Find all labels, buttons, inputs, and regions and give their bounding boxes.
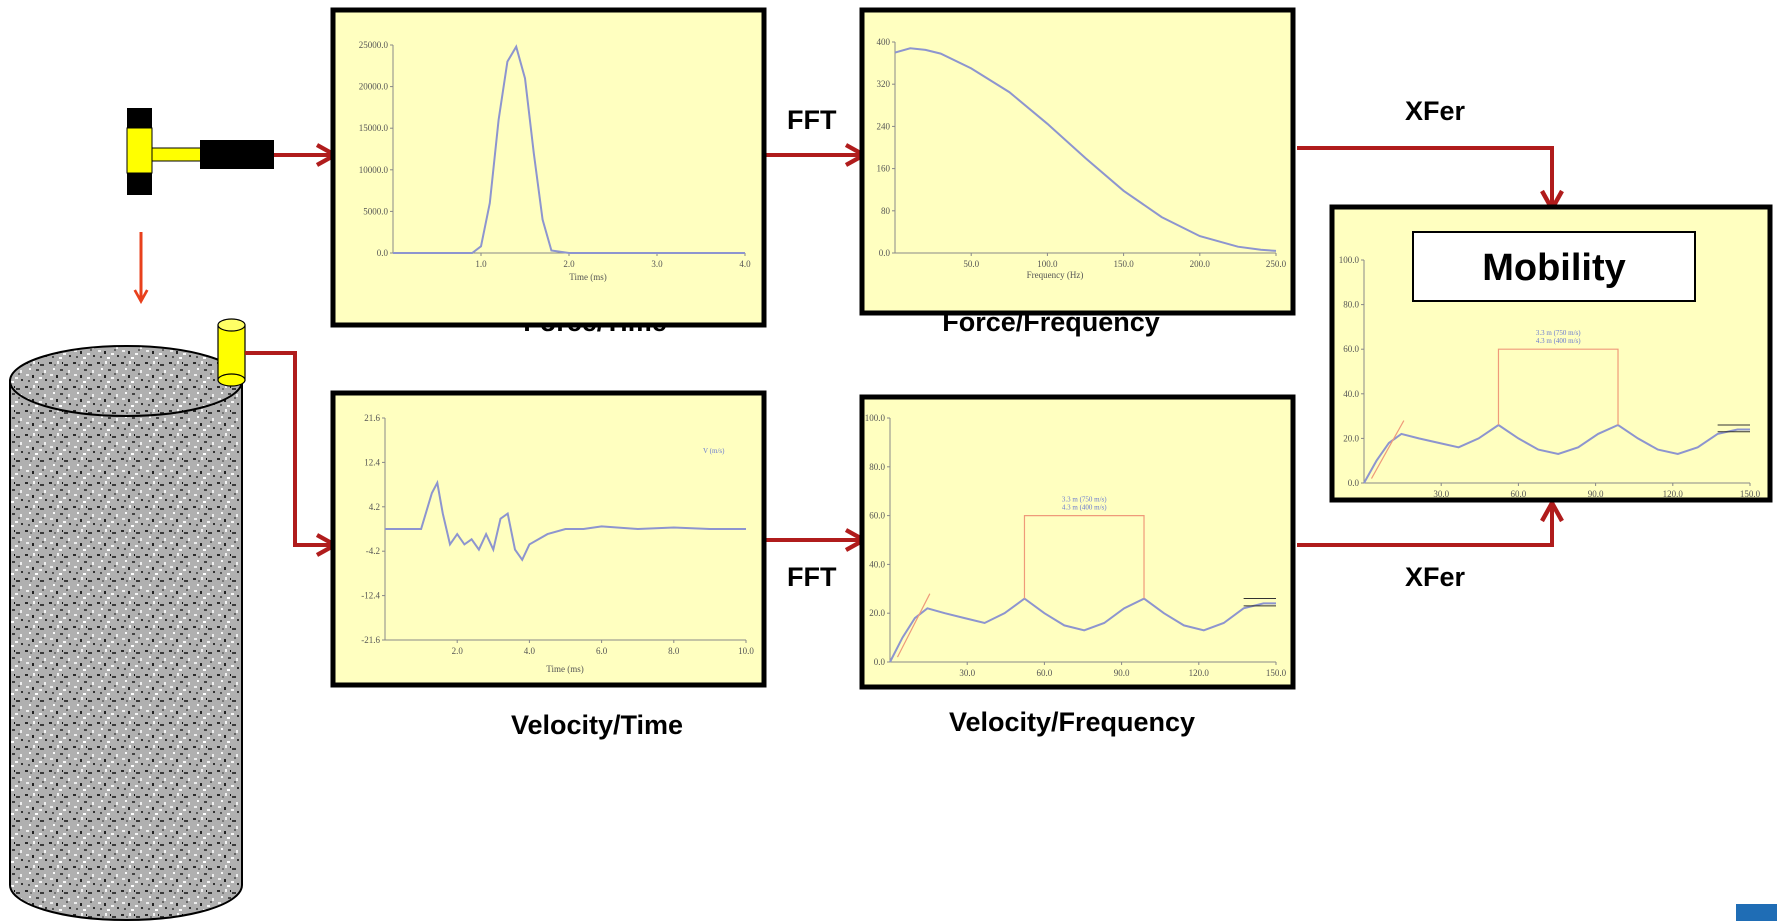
y-tick-label: 60.0: [869, 511, 885, 521]
series-line: [894, 47, 1277, 252]
y-tick-label: -4.2: [366, 546, 380, 556]
annotation-label: 3.3 m (750 m/s): [1536, 329, 1581, 337]
force-frequency-chart: 400 320 240 160 80 0.0 50.0 100.0 150.0 200.0 250.…: [859, 7, 1296, 316]
x-tick-label: 2.0: [563, 259, 575, 269]
y-tick-label: 20000.0: [359, 82, 389, 92]
mode-spacing-bracket: [1497, 348, 1619, 426]
mode-spacing-bracket: [1023, 514, 1145, 599]
x-tick-label: 1.0: [475, 259, 487, 269]
fft-bottom-label: FFT: [787, 562, 837, 592]
y-tick-label: 5000.0: [363, 206, 388, 216]
y-tick-label: 21.6: [364, 413, 380, 423]
y-tick-label: 15000.0: [359, 123, 389, 133]
y-tick-label: 12.4: [364, 457, 380, 467]
x-tick-label: 50.0: [963, 259, 979, 269]
y-tick-label: 0.0: [874, 657, 886, 667]
x-tick-label: 60.0: [1511, 489, 1527, 499]
annotation-label: 3.3 m (750 m/s): [1062, 496, 1107, 504]
velocity-time-caption: Velocity/Time: [511, 710, 683, 740]
series-line: [889, 597, 1276, 663]
xfer-top-arrow: [1297, 146, 1552, 207]
x-tick-label: 4.0: [524, 646, 536, 656]
x-tick-label: 200.0: [1190, 259, 1211, 269]
fft-top-label: FFT: [787, 105, 837, 135]
y-tick-label: 320: [877, 79, 891, 89]
series-line: [393, 44, 745, 254]
x-tick-label: 60.0: [1037, 668, 1053, 678]
y-tick-label: 25000.0: [359, 40, 389, 50]
x-axis-title: Frequency (Hz): [1027, 270, 1084, 280]
y-tick-label: 40.0: [869, 559, 885, 569]
x-tick-label: 250.0: [1266, 259, 1287, 269]
y-tick-label: 80.0: [869, 462, 885, 472]
velocity-frequency-caption: Velocity/Frequency: [949, 707, 1195, 737]
x-tick-label: 150.0: [1113, 259, 1134, 269]
y-tick-label: 80: [881, 206, 891, 216]
y-tick-label: 20.0: [1343, 433, 1359, 443]
y-tick-label: 160: [877, 164, 891, 174]
x-tick-label: 90.0: [1588, 489, 1604, 499]
x-tick-label: 30.0: [959, 668, 975, 678]
chart-frame: [330, 390, 767, 688]
velocity-time-chart: 21.6 12.4 4.2 -4.2 -12.4 -21.6 2.0 4.0 6.0 8.0 10.…: [330, 390, 767, 688]
x-tick-label: 10.0: [738, 646, 754, 656]
x-tick-label: 3.0: [651, 259, 663, 269]
xfer-bottom-arrow: [1297, 505, 1552, 547]
y-tick-label: 4.2: [369, 502, 380, 512]
sensor-to-velocity-time-arrow: [245, 351, 333, 545]
stiffness-slope-line: [1370, 420, 1405, 479]
x-tick-label: 100.0: [1037, 259, 1058, 269]
y-tick-label: 240: [877, 121, 891, 131]
y-tick-label: -12.4: [361, 591, 380, 601]
x-tick-label: 120.0: [1663, 489, 1684, 499]
y-tick-label: 100.0: [1339, 255, 1360, 265]
x-tick-label: 90.0: [1114, 668, 1130, 678]
y-tick-label: 0.0: [1348, 478, 1360, 488]
mobility-title-box: Mobility: [1412, 231, 1696, 302]
y-tick-label: 20.0: [869, 608, 885, 618]
x-axis-title: Time (ms): [546, 664, 583, 674]
legend-label: V (m/s): [703, 447, 725, 455]
y-tick-label: 100.0: [865, 413, 886, 423]
concrete-pile-icon: [9, 345, 243, 921]
y-tick-label: 80.0: [1343, 300, 1359, 310]
x-tick-label: 4.0: [739, 259, 751, 269]
x-tick-label: 8.0: [668, 646, 680, 656]
corner-logo-fragment: [1736, 904, 1777, 921]
force-time-chart: 25000.0 20000.0 15000.0 10000.0 5000.0 0.0 1.0…: [330, 7, 767, 328]
y-tick-label: 400: [877, 37, 891, 47]
series-line: [385, 479, 746, 562]
mobility-title: Mobility: [1482, 247, 1626, 289]
x-tick-label: 6.0: [596, 646, 608, 656]
chart-frame: [330, 7, 767, 328]
y-tick-label: 0.0: [377, 248, 389, 258]
accelerometer-sensor-icon: [217, 318, 246, 387]
xfer-bottom-label: XFer: [1405, 562, 1466, 592]
y-tick-label: 0.0: [879, 248, 891, 258]
x-tick-label: 30.0: [1433, 489, 1449, 499]
x-axis-title: Time (ms): [569, 272, 606, 282]
x-tick-label: 120.0: [1189, 668, 1210, 678]
y-tick-label: -21.6: [361, 635, 380, 645]
annotation-label: 4.3 m (400 m/s): [1536, 337, 1581, 345]
xfer-top-label: XFer: [1405, 96, 1466, 126]
chart-frame: [859, 394, 1296, 690]
x-tick-label: 150.0: [1740, 489, 1761, 499]
annotation-label: 4.3 m (400 m/s): [1062, 504, 1107, 512]
stiffness-slope-line: [896, 593, 931, 658]
velocity-frequency-chart: 100.0 80.0 60.0 40.0 20.0 0.0 30.0 60.0 90.0 120.…: [859, 394, 1296, 690]
impact-hammer-icon: [126, 108, 274, 195]
chart-frame: [859, 7, 1296, 316]
x-tick-label: 2.0: [452, 646, 464, 656]
y-tick-label: 40.0: [1343, 389, 1359, 399]
y-tick-label: 60.0: [1343, 344, 1359, 354]
x-tick-label: 150.0: [1266, 668, 1287, 678]
y-tick-label: 10000.0: [359, 165, 389, 175]
signal-arrows: [245, 148, 1552, 545]
series-line: [1363, 423, 1750, 484]
